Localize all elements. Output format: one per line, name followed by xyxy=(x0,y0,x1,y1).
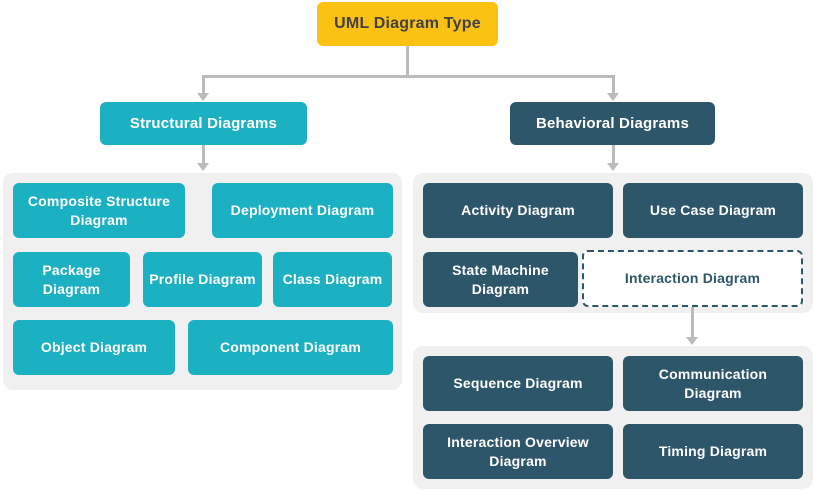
connector-branch-horizontal xyxy=(202,75,615,78)
arrowhead-interaction-group xyxy=(686,337,698,345)
node-object-diagram: Object Diagram xyxy=(13,320,175,375)
node-use-case-diagram: Use Case Diagram xyxy=(623,183,803,238)
arrowhead-structural xyxy=(197,93,209,101)
node-structural-diagrams: Structural Diagrams xyxy=(100,102,307,145)
node-interaction-diagram: Interaction Diagram xyxy=(582,250,803,307)
node-sequence-diagram: Sequence Diagram xyxy=(423,356,613,411)
connector-structural-group-stem xyxy=(202,145,205,164)
node-component-diagram: Component Diagram xyxy=(188,320,393,375)
node-package-diagram: Package Diagram xyxy=(13,252,130,307)
node-behavioral-diagrams: Behavioral Diagrams xyxy=(510,102,715,145)
node-profile-diagram: Profile Diagram xyxy=(143,252,262,307)
node-interaction-overview-diagram: Interaction Overview Diagram xyxy=(423,424,613,479)
connector-behavioral-group-stem xyxy=(612,145,615,164)
node-composite-structure-diagram: Composite Structure Diagram xyxy=(13,183,185,238)
arrowhead-structural-group xyxy=(197,163,209,171)
connector-interaction-stem xyxy=(691,307,694,338)
node-communication-diagram: Communication Diagram xyxy=(623,356,803,411)
arrowhead-behavioral xyxy=(607,93,619,101)
node-timing-diagram: Timing Diagram xyxy=(623,424,803,479)
node-deployment-diagram: Deployment Diagram xyxy=(212,183,393,238)
node-uml-diagram-type: UML Diagram Type xyxy=(317,2,498,46)
connector-behavioral-stem xyxy=(612,75,615,94)
connector-root-stem xyxy=(406,46,409,76)
node-state-machine-diagram: State Machine Diagram xyxy=(423,252,578,307)
connector-structural-stem xyxy=(202,75,205,94)
node-class-diagram: Class Diagram xyxy=(273,252,392,307)
node-activity-diagram: Activity Diagram xyxy=(423,183,613,238)
arrowhead-behavioral-group xyxy=(607,163,619,171)
